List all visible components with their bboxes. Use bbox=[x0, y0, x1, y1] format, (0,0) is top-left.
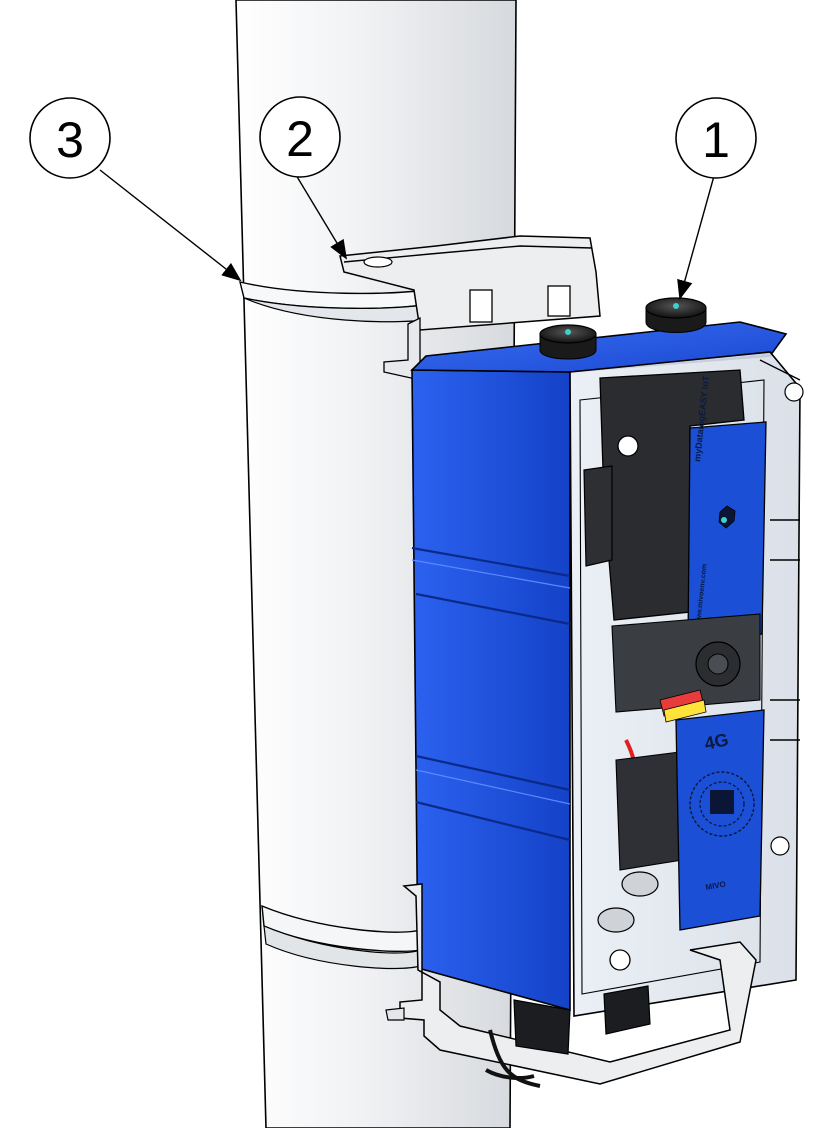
enclosure-side-panel bbox=[411, 369, 571, 1012]
cable-glands bbox=[485, 985, 651, 1088]
callout-3-label: 3 bbox=[56, 112, 84, 168]
bottom-connectors bbox=[597, 382, 804, 971]
top-antenna-connector-left bbox=[539, 324, 597, 360]
callout-3: 3 bbox=[29, 97, 111, 179]
front-label-panel: myDatalogEASY IoT www.mivoenv.com bbox=[687, 375, 767, 643]
badge-label: MIVO bbox=[705, 880, 727, 892]
callout-1-label: 1 bbox=[702, 112, 730, 168]
leader-line-1 bbox=[677, 175, 715, 300]
leader-lines bbox=[99, 169, 715, 300]
electronics-board bbox=[611, 613, 761, 871]
leader-line-3 bbox=[99, 169, 242, 282]
top-mounting-bracket bbox=[339, 235, 601, 381]
callout-1: 1 bbox=[675, 97, 757, 179]
modem-panel: 4G MIVO bbox=[675, 709, 765, 931]
top-antenna-connector-right bbox=[645, 297, 707, 333]
callout-2: 2 bbox=[259, 96, 341, 178]
network-label: 4G bbox=[703, 729, 731, 754]
callout-2-label: 2 bbox=[286, 111, 314, 167]
leader-line-2 bbox=[295, 174, 348, 260]
